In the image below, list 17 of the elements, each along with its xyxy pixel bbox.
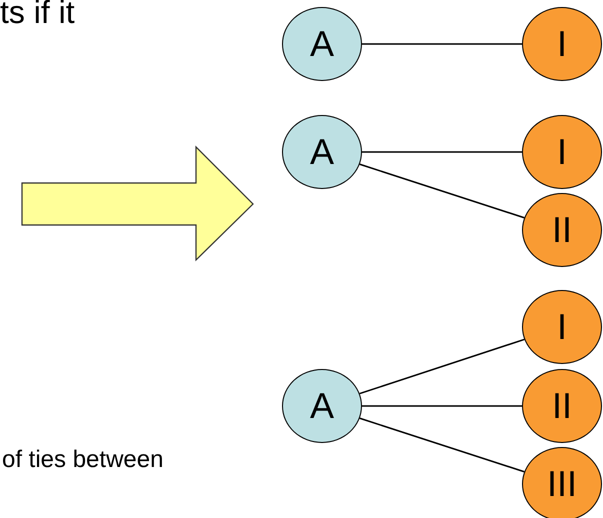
source-circle: A [282,7,362,81]
tie-line [362,151,522,153]
source-circle: A [282,369,362,443]
text-fragment: ts if it [0,0,75,31]
target-circle: I [522,7,602,81]
target-circle: II [522,193,602,267]
target-circle: III [522,447,602,518]
target-circle: II [522,369,602,443]
tie-line [359,338,525,394]
source-circle: A [282,115,362,189]
target-circle: I [522,115,602,189]
target-circle: I [522,290,602,364]
tie-line [360,164,524,218]
text-fragment: of ties between [2,446,164,474]
tie-line [360,418,524,472]
tie-line [362,405,522,407]
tie-line [362,43,522,45]
